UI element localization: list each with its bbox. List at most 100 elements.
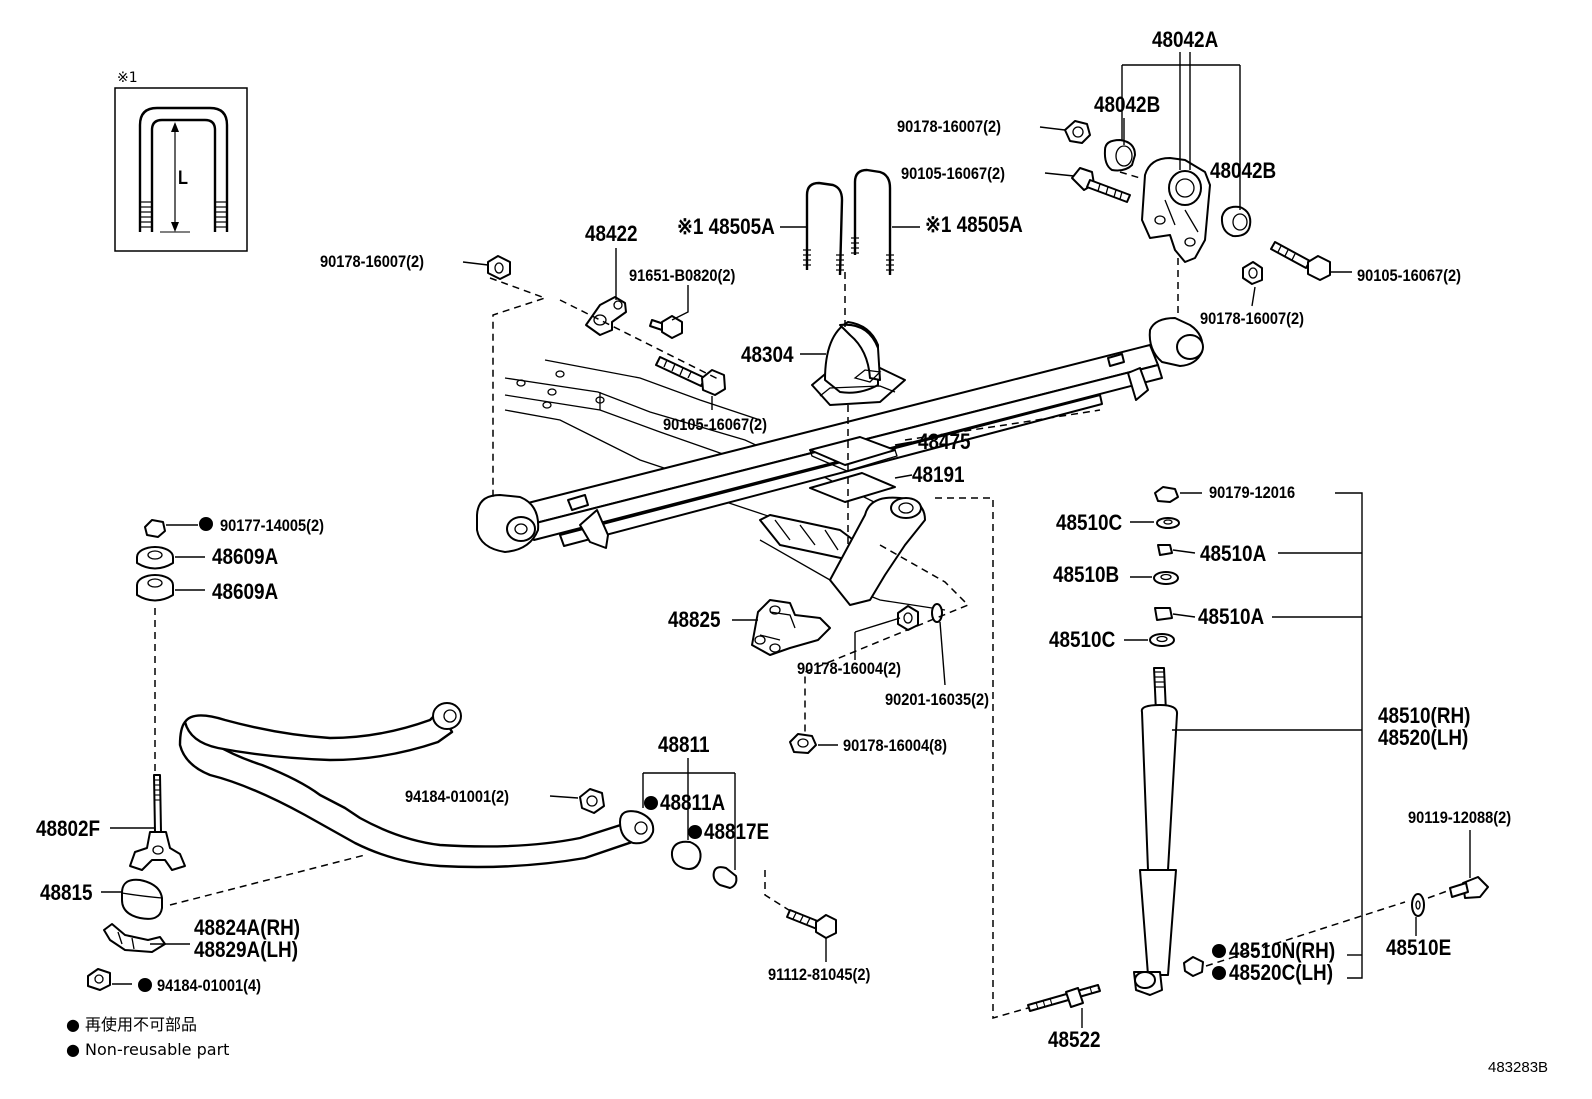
label-48042B-top: 48042B <box>1094 93 1160 118</box>
nut-90177-14005 <box>144 519 166 538</box>
nut-90178-16007-left <box>487 255 511 280</box>
label-90178-16007-c: 90178-16007(2) <box>1200 310 1304 328</box>
spacer-48475 <box>809 436 898 472</box>
label-48829A-lh: 48829A(LH) <box>194 938 298 963</box>
label-48510B: 48510B <box>1053 563 1119 588</box>
leader-lines <box>101 52 1471 1028</box>
assembly-dash-lines <box>154 171 1451 1019</box>
label-90105-16067-a: 90105-16067(2) <box>901 165 1005 183</box>
shock-washer-48510C-bottom <box>1149 633 1175 647</box>
bolt-90105-16067-right <box>1270 241 1331 281</box>
label-48802F: 48802F <box>36 817 100 842</box>
label-48811: 48811 <box>658 733 710 758</box>
axle-housing <box>719 496 946 611</box>
legend: ● 再使用不可部品 ● Non-reusable part <box>66 1015 229 1059</box>
stabilizer-bracket-48825 <box>751 599 831 656</box>
label-90179-12016: 90179-12016 <box>1209 484 1295 502</box>
spring-bracket-48422 <box>585 296 627 336</box>
label-48510C-b: 48510C <box>1049 628 1115 653</box>
label-48520-lh: 48520(LH) <box>1378 726 1468 751</box>
shackle-bushing-top <box>1103 139 1136 172</box>
label-48520C-lh: 48520C(LH) <box>1229 961 1333 986</box>
bolt-90105-16067-left <box>655 356 726 396</box>
label-48510A-b: 48510A <box>1198 605 1264 630</box>
label-48475: 48475 <box>918 430 971 455</box>
label-48817E: 48817E <box>704 820 769 845</box>
bracket-48824A <box>103 923 166 953</box>
inset-dimension-label: L <box>178 167 188 188</box>
label-90178-16007-a: 90178-16007(2) <box>897 118 1001 136</box>
legend-non-reusable-en: ● Non-reusable part <box>66 1040 229 1059</box>
bolt-90119-12088 <box>1449 876 1489 899</box>
stabilizer-bar <box>178 702 655 869</box>
label-48609A-a: 48609A <box>212 545 278 570</box>
label-48510-rh: 48510(RH) <box>1378 704 1470 729</box>
label-48422: 48422 <box>585 222 638 247</box>
label-48815: 48815 <box>40 881 93 906</box>
shackle-bushing-right <box>1220 205 1252 238</box>
label-48510E: 48510E <box>1386 936 1451 961</box>
label-94184-01001-b: 94184-01001(4) <box>157 977 261 995</box>
inset-mark: ※1 <box>117 70 138 86</box>
u-bolt-left <box>803 181 844 276</box>
bolt-90105-16067-top <box>1071 167 1131 203</box>
cushion-48609A-top <box>136 546 174 570</box>
bolt-91112-81045 <box>786 909 837 939</box>
spring-bumper-48304 <box>811 321 906 406</box>
shock-washer-48510B <box>1153 571 1179 585</box>
label-90178-16007-b: 90178-16007(2) <box>320 253 424 271</box>
nut-94184-01001-a <box>579 788 605 814</box>
label-90177-14005: 90177-14005(2) <box>220 517 324 535</box>
nut-48510N <box>1183 956 1204 977</box>
label-48042A: 48042A <box>1152 28 1218 53</box>
label-48824A-rh: 48824A(RH) <box>194 916 300 941</box>
label-48510N-rh: 48510N(RH) <box>1229 939 1335 964</box>
label-48505A-left: ※1 48505A <box>677 215 775 240</box>
shock-bushing-48510A-top <box>1157 544 1173 556</box>
label-48510A-a: 48510A <box>1200 542 1266 567</box>
pad-48191 <box>809 472 896 503</box>
label-48825: 48825 <box>668 608 721 633</box>
non-reusable-markers <box>138 517 1226 992</box>
nut-90178-16004-b <box>789 733 817 754</box>
label-48510C-a: 48510C <box>1056 511 1122 536</box>
label-91651-b0820: 91651-B0820(2) <box>629 267 735 285</box>
shock-absorber <box>1133 667 1179 996</box>
part-labels: 48042A 48042B 48042B 90178-16007(2) 9010… <box>36 28 1511 1053</box>
shock-bushing-48510A-bottom <box>1154 607 1173 621</box>
label-90105-16067-b: 90105-16067(2) <box>1357 267 1461 285</box>
stud-48522 <box>1027 984 1101 1012</box>
shock-nut-90179-12016 <box>1154 486 1179 503</box>
label-48505A-right: ※1 48505A <box>925 213 1023 238</box>
label-48811A: 48811A <box>660 791 725 816</box>
u-bolt-length-inset: ※1 L <box>114 70 248 252</box>
washer-48510E <box>1411 893 1425 917</box>
label-48609A-b: 48609A <box>212 580 278 605</box>
u-bolt-right <box>851 168 894 275</box>
diagram-code: 483283B <box>1488 1059 1548 1076</box>
label-48304: 48304 <box>741 343 794 368</box>
label-91112-81045: 91112-81045(2) <box>768 966 870 984</box>
label-94184-01001-a: 94184-01001(2) <box>405 788 509 806</box>
legend-non-reusable-ja: ● 再使用不可部品 <box>66 1015 197 1034</box>
cushion-48609A-bottom <box>136 574 174 602</box>
stabilizer-link-48802F <box>129 774 186 871</box>
label-90119-12088: 90119-12088(2) <box>1408 809 1511 827</box>
nut-94184-01001-b <box>87 968 111 991</box>
shock-washer-48510C-top <box>1156 517 1180 529</box>
bushing-48817E <box>670 840 702 870</box>
label-90105-16067-c: 90105-16067(2) <box>663 416 767 434</box>
collar-48811A <box>712 866 738 889</box>
nut-90178-16007-right <box>1242 261 1263 285</box>
bushing-48815 <box>121 878 163 920</box>
label-48042B-right: 48042B <box>1210 159 1276 184</box>
nut-90178-16007-top <box>1064 120 1091 144</box>
nut-90178-16004-a <box>897 605 919 631</box>
label-90178-16004-a: 90178-16004(2) <box>797 660 901 678</box>
label-48522: 48522 <box>1048 1028 1101 1053</box>
label-90201-16035: 90201-16035(2) <box>885 691 989 709</box>
spring-shackle <box>1141 157 1211 263</box>
label-48191: 48191 <box>912 463 965 488</box>
label-90178-16004-b: 90178-16004(8) <box>843 737 947 755</box>
